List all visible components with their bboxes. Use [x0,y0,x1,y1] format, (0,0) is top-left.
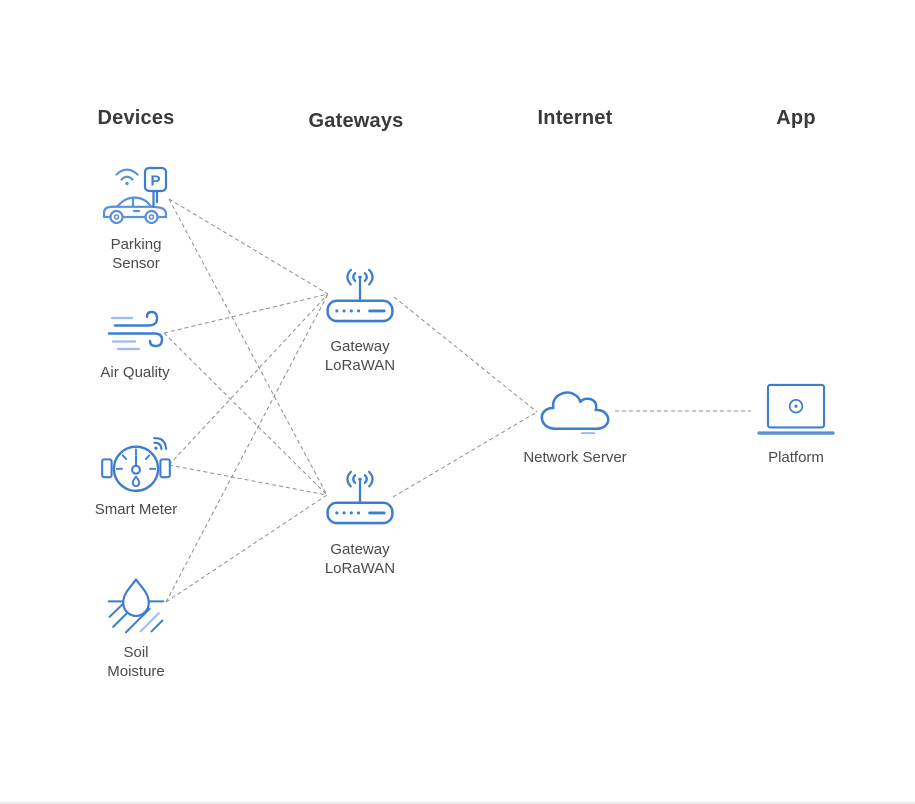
connection-line-smart-meter-to-gateway-1 [168,293,329,466]
laptop-icon [757,383,835,435]
connection-line-air-quality-to-gateway-2 [163,332,328,496]
node-network-server: Network Server [505,383,645,467]
node-smart-meter: Smart Meter [66,434,206,519]
connection-line-gateway-1-to-network-server [393,296,538,413]
parking-sign-letter: P [150,173,160,190]
node-label-platform: Platform [768,449,824,466]
node-label-parking-sensor: Parking Sensor [110,236,162,272]
column-header-devices: Devices [97,107,175,129]
node-air-quality: Air Quality [65,306,205,382]
node-soil-moisture: Soil Moisture [66,574,206,681]
node-label-gateway-2: Gateway LoRaWAN [324,541,396,577]
parking-sensor-icon: P [102,166,168,225]
node-label-smart-meter: Smart Meter [94,501,178,518]
lorawan-router-icon [326,470,394,525]
node-label-air-quality: Air Quality [100,364,170,381]
column-header-internet: Internet [537,107,613,129]
water-drop-soil-icon [107,578,165,634]
column-header-app: App [776,107,816,129]
node-label-gateway-1: Gateway LoRaWAN [324,338,396,374]
cloud-icon [540,391,610,435]
wifi-waves-icon [153,437,168,451]
wind-icon [107,310,164,351]
water-meter-icon [101,437,171,493]
connection-line-soil-moisture-to-gateway-2 [165,494,328,603]
node-label-network-server: Network Server [523,449,627,466]
connection-line-smart-meter-to-gateway-2 [168,464,328,496]
node-gateway-2: Gateway LoRaWAN [290,467,430,578]
connection-line-air-quality-to-gateway-1 [163,293,329,334]
node-platform: Platform [726,383,866,467]
node-gateway-1: Gateway LoRaWAN [290,265,430,375]
connection-line-soil-moisture-to-gateway-1 [165,293,329,603]
lorawan-router-icon [326,268,394,323]
column-header-gateways: Gateways [308,110,404,132]
node-label-soil-moisture: Soil Moisture [107,644,165,680]
connection-line-parking-sensor-to-gateway-1 [168,198,329,295]
node-parking-sensor: P Parking Sensor [66,164,206,273]
